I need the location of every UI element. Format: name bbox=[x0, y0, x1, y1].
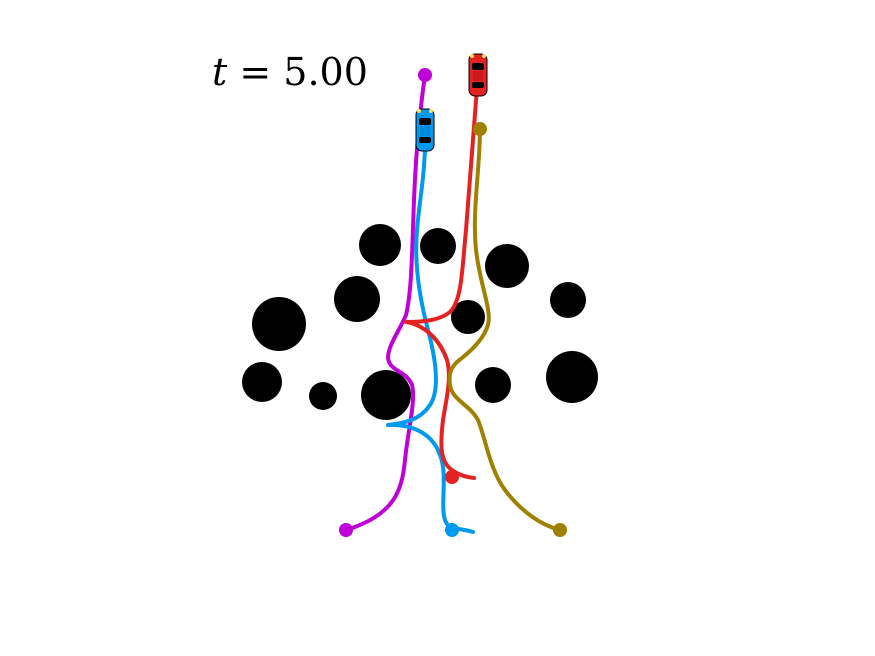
time-equals: = bbox=[227, 50, 284, 94]
magenta-trajectory bbox=[344, 73, 427, 532]
obstacle bbox=[242, 362, 282, 402]
red-trajectory bbox=[404, 73, 480, 480]
obstacle bbox=[252, 297, 306, 351]
obstacle bbox=[359, 224, 401, 266]
blue-trajectory bbox=[386, 128, 475, 534]
magenta-goal-marker bbox=[418, 68, 432, 82]
obstacle bbox=[550, 282, 586, 318]
obstacle bbox=[485, 244, 529, 288]
time-variable: t bbox=[212, 50, 228, 94]
olive-goal-marker bbox=[473, 122, 487, 136]
obstacles bbox=[242, 224, 598, 420]
blue-start-marker bbox=[445, 523, 459, 537]
obstacle bbox=[420, 228, 456, 264]
time-label: t = 5.00 bbox=[212, 50, 368, 94]
blue-car-icon bbox=[415, 108, 435, 152]
obstacle bbox=[361, 370, 411, 420]
obstacle bbox=[475, 367, 511, 403]
olive-start-marker bbox=[553, 523, 567, 537]
obstacle bbox=[546, 351, 598, 403]
magenta-start-marker bbox=[339, 523, 353, 537]
obstacle bbox=[334, 276, 380, 322]
time-value: 5.00 bbox=[283, 50, 368, 94]
trajectory-markers bbox=[339, 68, 567, 537]
obstacle bbox=[309, 382, 337, 410]
red-car-icon bbox=[468, 53, 488, 97]
red-start-marker bbox=[445, 470, 459, 484]
obstacle bbox=[451, 300, 485, 334]
olive-trajectory bbox=[447, 126, 562, 532]
